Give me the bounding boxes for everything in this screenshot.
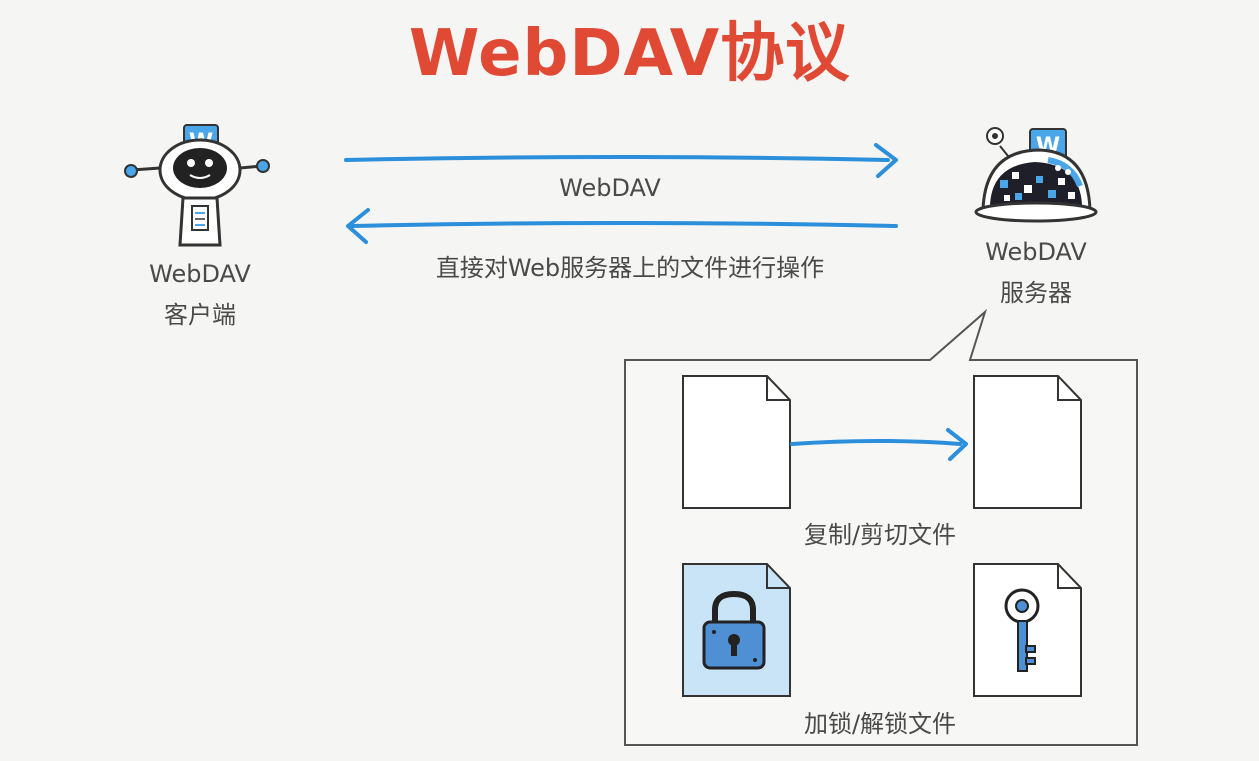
target-file-icon [973,375,1082,509]
copy-arrow [790,428,968,461]
request-arrow-label: WebDAV [559,174,661,202]
request-arrow [344,143,898,178]
padlock-icon [702,590,766,670]
page-title: WebDAV协议 [408,17,851,91]
server-robot-icon: W [974,127,1098,223]
key-icon [1004,588,1040,672]
client-label-line1: WebDAV [149,260,251,288]
response-arrow [346,208,898,244]
source-file-icon [682,375,791,509]
response-arrow-label: 直接对Web服务器上的文件进行操作 [435,254,825,282]
server-label-line1: WebDAV [985,238,1087,266]
client-robot-icon: W [124,124,270,247]
copy-cut-label: 复制/剪切文件 [803,521,957,549]
server-label-line2: 服务器 [1000,279,1072,307]
lock-unlock-label: 加锁/解锁文件 [803,710,957,738]
client-label-line2: 客户端 [164,301,236,329]
